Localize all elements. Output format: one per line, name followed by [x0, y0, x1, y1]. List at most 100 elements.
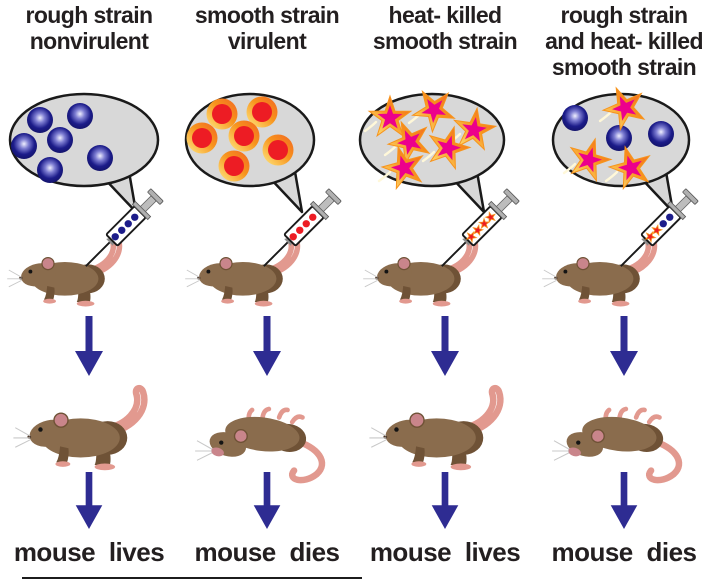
outcome-mouse: [13, 384, 148, 471]
mouse-front-leg: [400, 286, 411, 302]
heat-killed-bacterium: [377, 145, 424, 191]
mouse-whiskers: [13, 427, 31, 448]
column-smooth-strain: smooth strain virulent: [178, 0, 356, 579]
mouse-hind-foot: [76, 300, 95, 307]
syringe-icon: [85, 188, 164, 267]
mouse-alive: [369, 384, 504, 471]
rough-bacterium: [67, 103, 93, 129]
mouse-front-leg: [44, 286, 55, 302]
syringe-needle: [85, 238, 114, 267]
bacteria-speech-bubble: [8, 92, 160, 214]
outcome-mouse: [195, 406, 326, 484]
syringe-star: [478, 217, 491, 230]
mouse-alive: [13, 384, 148, 471]
mouse-front-foot: [578, 298, 591, 304]
mouse-alive: [7, 233, 123, 307]
heat-killed-bacterium: [562, 137, 613, 183]
syringe-star: [465, 231, 478, 244]
down-arrow: [431, 316, 459, 376]
down-arrow: [75, 472, 103, 529]
mouse-whiskers: [185, 269, 200, 288]
syringe-needle: [263, 238, 292, 267]
down-arrow-icon: [75, 472, 103, 529]
injected-mouse: [185, 233, 301, 307]
syringe-plunger-cap: [147, 188, 164, 205]
mouse-ear: [397, 257, 411, 271]
injection-scene: [542, 188, 699, 307]
mouse-whiskers: [369, 427, 387, 448]
syringe-dot-rough: [131, 213, 139, 221]
syringe-icon: [620, 188, 699, 267]
mouse-whiskers: [542, 269, 557, 288]
mouse-whiskers: [7, 269, 22, 288]
heat-killed-bacterium: [383, 120, 431, 166]
mouse-front-leg: [579, 286, 590, 302]
smooth-bacterium: [228, 120, 260, 152]
heat-killed-bacterium: [363, 94, 413, 138]
mouse-eye: [576, 440, 581, 445]
mouse-eye: [384, 269, 389, 274]
mouse-eye: [563, 269, 568, 274]
outcome-label: mouse lives: [369, 537, 521, 567]
down-arrow: [431, 472, 459, 529]
syringe-star: [651, 223, 664, 237]
syringe-dot-rough: [659, 220, 667, 228]
syringe-dot-smooth: [309, 213, 317, 221]
outcome-mouse: [369, 384, 504, 471]
rough-bacterium: [11, 133, 37, 159]
syringe-star: [472, 223, 485, 237]
down-arrow: [253, 472, 281, 529]
mouse-whiskers: [363, 269, 378, 288]
mouse-hind-foot: [611, 300, 630, 307]
injection-scene: [7, 188, 164, 307]
syringe-needle: [620, 238, 649, 267]
mouse-tail: [101, 384, 148, 437]
mouse-tail: [646, 437, 683, 484]
syringe-plunger-cap: [503, 188, 520, 205]
syringe-star: [644, 231, 657, 244]
syringe-dot-rough: [124, 220, 132, 228]
syringe-needle: [441, 238, 470, 267]
mouse-dead: [552, 406, 683, 484]
rough-bacterium: [648, 121, 674, 147]
mouse-eye: [28, 269, 33, 274]
outcome-label: mouse dies: [194, 537, 340, 567]
column-heat-killed-strain: heat- killed smooth strain: [356, 0, 534, 579]
strain-title: rough strain and heat- killed smooth str…: [545, 2, 703, 80]
syringe-icon: [441, 188, 520, 267]
down-arrow-icon: [75, 316, 103, 376]
syringe-star: [484, 211, 496, 224]
mouse-eye: [219, 440, 224, 445]
down-arrow-icon: [610, 316, 638, 376]
column-rough-strain: rough strain nonvirulent: [0, 0, 178, 579]
mouse-whiskers: [195, 440, 213, 461]
down-arrow-icon: [431, 316, 459, 376]
strain-title: heat- killed smooth strain: [372, 2, 518, 54]
syringe-plunger-cap: [682, 188, 699, 205]
mouse-ear: [233, 429, 248, 444]
down-arrow-icon: [253, 316, 281, 376]
mouse-snout-patch: [568, 447, 581, 457]
mouse-eye: [38, 427, 43, 432]
mouse-whiskers: [552, 440, 570, 461]
syringe-dot-rough: [666, 213, 674, 221]
mouse-hind-foot: [254, 300, 273, 307]
heat-killed-bacterium: [421, 125, 472, 171]
mouse-tail: [457, 384, 504, 437]
rough-bacterium: [27, 107, 53, 133]
injection-scene: [363, 188, 520, 307]
rough-bacterium: [606, 125, 632, 151]
heat-killed-bacterium: [604, 145, 651, 191]
rough-bacterium: [37, 157, 63, 183]
mouse-front-foot: [43, 298, 56, 304]
down-arrow-icon: [431, 472, 459, 529]
mouse-front-foot: [221, 298, 234, 304]
down-arrow: [610, 472, 638, 529]
rough-bacterium: [87, 145, 113, 171]
mouse-alive: [542, 233, 658, 307]
strain-title: rough strain nonvirulent: [25, 2, 154, 54]
mouse-dead: [195, 406, 326, 484]
mouse-ear: [409, 412, 425, 428]
injected-mouse: [363, 233, 479, 307]
